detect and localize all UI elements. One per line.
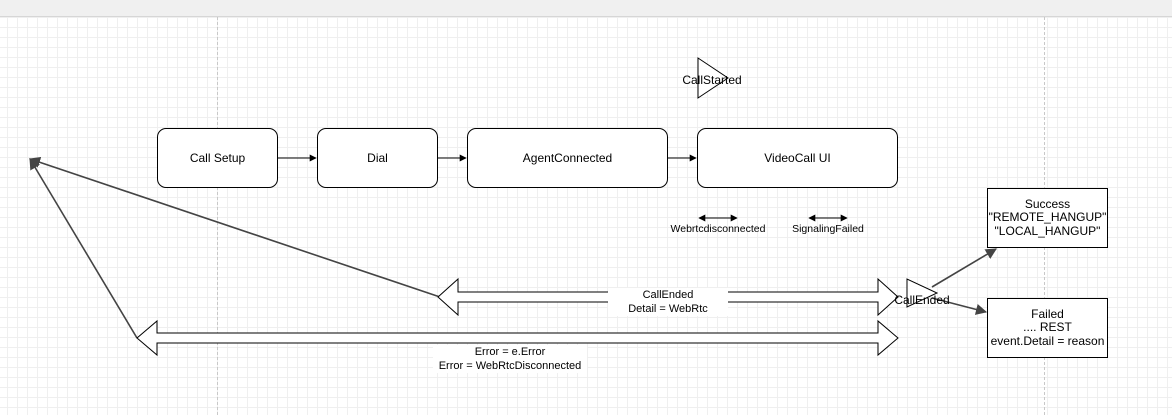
call-ended-label: CallEnded <box>894 293 950 307</box>
canvas-top-ruler <box>0 0 1172 17</box>
success-title: Success <box>1024 196 1071 211</box>
call-ended-triangle[interactable] <box>906 278 939 308</box>
agent-connected-node[interactable]: AgentConnected <box>467 128 668 188</box>
call-started-label: CallStarted <box>682 73 742 87</box>
agent-connected-label: AgentConnected <box>522 151 613 165</box>
failed-outcome-box[interactable]: Failed .... REST event.Detail = reason <box>987 298 1108 358</box>
connector-to-failed[interactable] <box>931 297 988 315</box>
webrtc-disconnected-label: Webrtcdisconnected <box>670 223 766 235</box>
page-break-guide <box>217 17 218 415</box>
failed-rest: .... REST <box>1023 320 1072 335</box>
call-setup-node[interactable]: Call Setup <box>157 128 278 188</box>
call-started-triangle[interactable] <box>697 57 729 99</box>
error-arrow-line-2: Error = WebRtcDisconnected <box>438 360 582 372</box>
return-line-callended[interactable] <box>28 156 441 298</box>
callended-arrow-line-2: Detail = WebRtc <box>628 303 708 315</box>
dial-node[interactable]: Dial <box>317 128 438 188</box>
videocall-ui-node[interactable]: VideoCall UI <box>697 128 898 188</box>
success-local-hangup: "LOCAL_HANGUP" <box>994 223 1101 238</box>
success-remote-hangup: "REMOTE_HANGUP" <box>988 210 1107 225</box>
success-outcome-box[interactable]: Success "REMOTE_HANGUP" "LOCAL_HANGUP" <box>987 188 1108 248</box>
error-arrow-label: Error = e.Error Error = WebRtcDisconnect… <box>433 345 587 373</box>
signaling-failed-label: SignalingFailed <box>792 223 864 235</box>
error-arrow-line-1: Error = e.Error <box>474 346 546 358</box>
connector-to-success[interactable] <box>931 248 997 288</box>
return-line-error[interactable] <box>29 158 138 339</box>
failed-event-detail: event.Detail = reason <box>990 333 1105 348</box>
call-setup-label: Call Setup <box>189 151 246 165</box>
videocall-ui-label: VideoCall UI <box>764 151 831 165</box>
dial-label: Dial <box>367 151 388 165</box>
failed-title: Failed <box>1031 306 1064 321</box>
callended-arrow-line-1: CallEnded <box>642 289 694 301</box>
error-block-arrow[interactable] <box>136 319 899 357</box>
callended-arrow-label: CallEnded Detail = WebRtc <box>608 288 728 316</box>
